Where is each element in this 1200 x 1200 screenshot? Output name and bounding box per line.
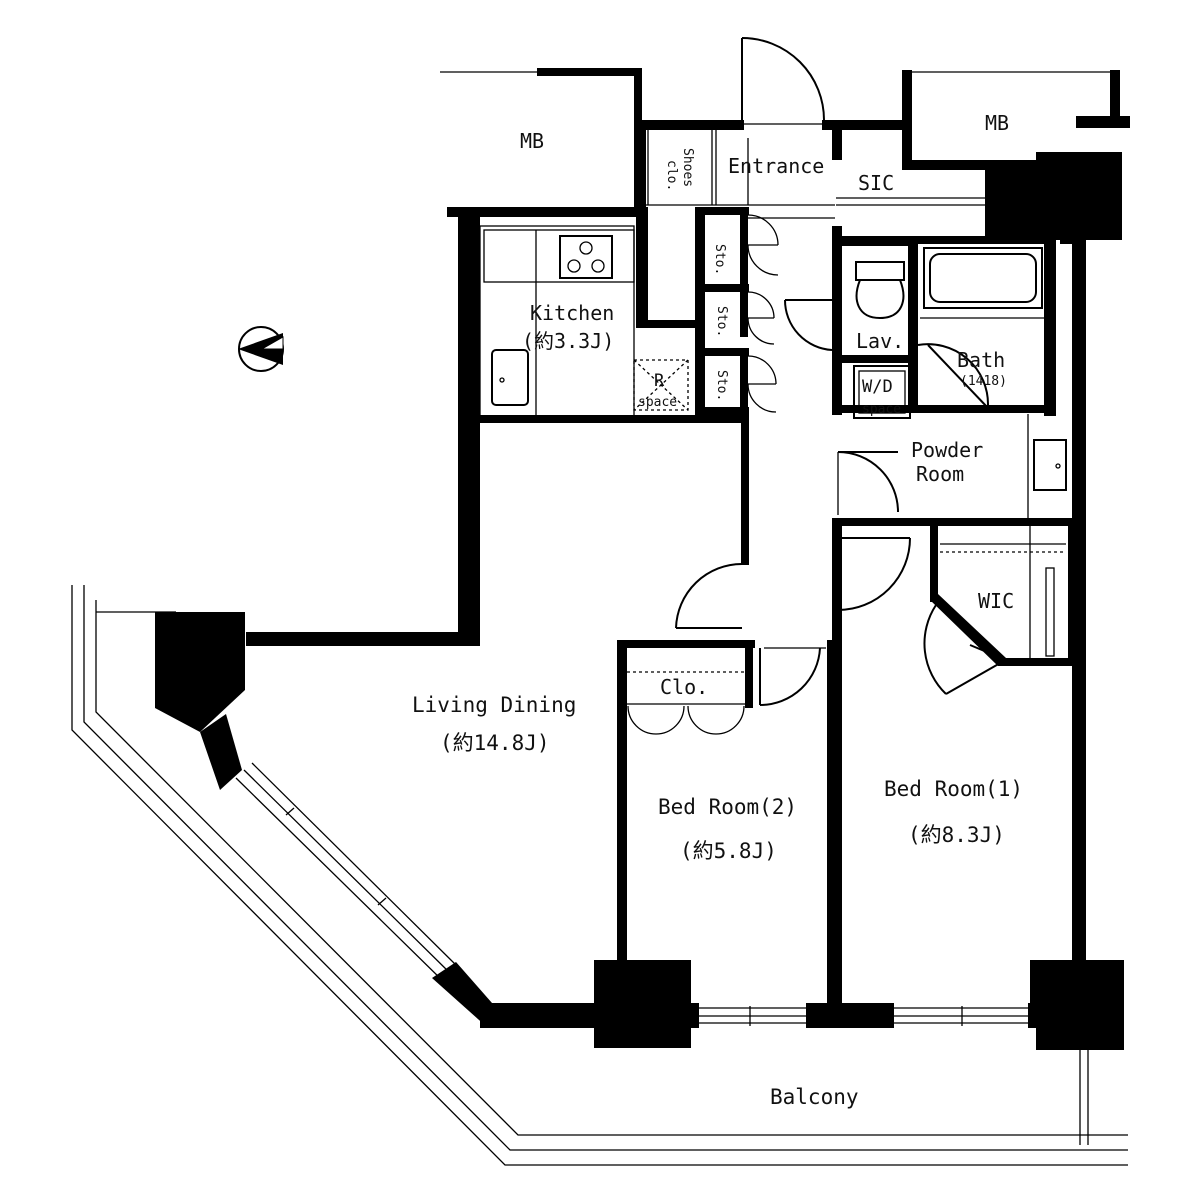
sto-label-1: Sto. (712, 244, 727, 275)
living-dining-area-label: (約14.8J) (440, 731, 550, 755)
sic-label: SIC (858, 171, 894, 195)
bedroom1-label: Bed Room(1) (884, 777, 1023, 801)
balcony-label: Balcony (770, 1085, 859, 1109)
room-labels: MB MB Shoes clo. Entrance SIC Kitchen (約… (412, 111, 1023, 1109)
bedroom1-area-label: (約8.3J) (908, 823, 1005, 847)
fridge-space-label: space (638, 395, 677, 410)
bedroom2-area-label: (約5.8J) (680, 839, 777, 863)
washbasin-icon (1033, 439, 1067, 491)
powder-room-label-1: Powder (911, 438, 983, 462)
living-dining-label: Living Dining (412, 693, 576, 717)
fridge-label: R (654, 371, 665, 391)
shoes-clo-label-2: clo. (664, 160, 679, 191)
wic-label: WIC (978, 589, 1014, 613)
closet-label: Clo. (660, 675, 708, 699)
kitchen-area-label: (約3.3J) (522, 329, 614, 353)
sto-label-2: Sto. (714, 306, 729, 337)
walls (155, 68, 1130, 1050)
bath-label: Bath (957, 348, 1005, 372)
sink-icon (491, 349, 529, 406)
toilet-icon (855, 261, 905, 320)
bedroom2-label: Bed Room(2) (658, 795, 797, 819)
entrance-label: Entrance (728, 154, 824, 178)
sto-label-3: Sto. (714, 370, 729, 401)
washer-label: W/D (862, 377, 893, 397)
kitchen-label: Kitchen (530, 301, 614, 325)
bathtub-icon (920, 247, 1044, 319)
lav-label: Lav. (856, 329, 904, 353)
bath-size-label: (1418) (960, 374, 1007, 389)
stove-icon (559, 235, 613, 279)
washer-space (853, 365, 911, 419)
balcony-outline (71, 585, 1128, 1166)
shoes-clo-label-1: Shoes (680, 148, 695, 187)
window-lines (235, 418, 1028, 1026)
powder-room-label-2: Room (916, 462, 964, 486)
fridge-space (633, 359, 689, 411)
kitchen-fixtures (479, 225, 635, 417)
mb-right-label: MB (985, 111, 1009, 135)
washer-space-label: space (862, 402, 901, 417)
mb-left-label: MB (520, 129, 544, 153)
door-swings (627, 37, 1066, 735)
north-arrow-icon (238, 326, 284, 372)
